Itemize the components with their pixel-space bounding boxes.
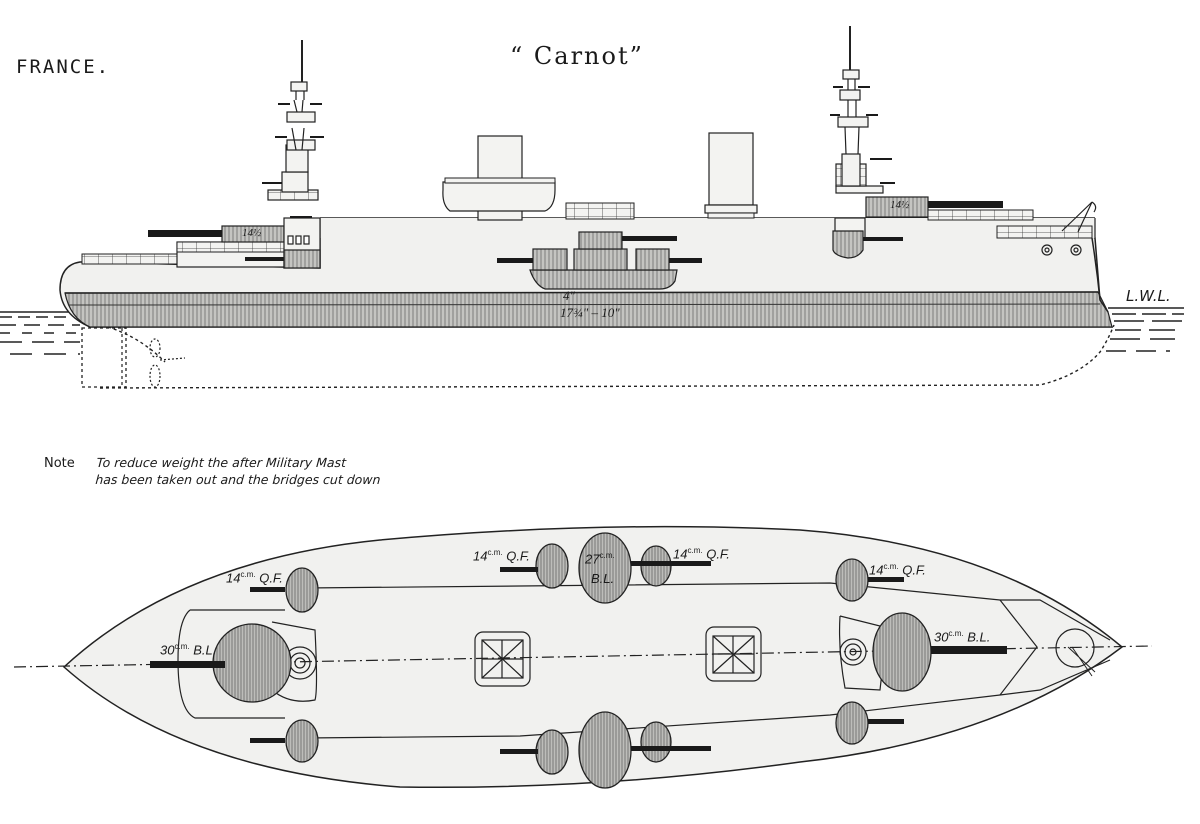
- fwd-funnel: [708, 132, 754, 206]
- aft-secondary-turret-bottom: [285, 719, 319, 763]
- waterline-aft: [0, 311, 80, 355]
- mid-secondary-left-top: [535, 543, 569, 589]
- armor-belt: [64, 291, 1113, 328]
- profile-view: [0, 26, 1184, 389]
- mid-secondary-left-gun-label: 14c.m. Q.F.: [473, 548, 530, 564]
- mid-secondary-left-bottom: [535, 729, 569, 775]
- note-label: Note: [44, 456, 75, 471]
- waterline-label: L.W.L.: [1126, 287, 1171, 305]
- fwd-turret-armor-label: 14½: [890, 199, 910, 211]
- fwd-main-gun-label: 30c.m. B.L.: [934, 629, 991, 645]
- note-line-1: To reduce weight the after Military Mast: [96, 455, 347, 470]
- aft-secondary-gun-label: 14c.m. Q.F.: [226, 570, 283, 586]
- fwd-secondary-turret-top: [835, 558, 869, 602]
- mid-main-turret-bottom: [578, 711, 632, 789]
- hawse-pipes: [1041, 244, 1082, 256]
- mid-secondary-right-gun-label: 14c.m. Q.F.: [673, 546, 730, 562]
- underwater-hull: [99, 324, 1115, 389]
- hatch-fwd: [705, 626, 762, 682]
- fwd-military-mast: [832, 26, 884, 259]
- plan-view: [13, 525, 1153, 789]
- propeller: [149, 338, 186, 388]
- midship-turrets: [529, 231, 678, 290]
- ship-name-title: “ Carnot”: [510, 42, 644, 70]
- fwd-main-turret: [872, 612, 932, 692]
- armor-belt-upper-label: 4": [563, 288, 575, 303]
- armor-belt-main-label: 17¾" – 10": [560, 305, 620, 320]
- country-label: FRANCE.: [16, 56, 111, 78]
- plan-turrets: [212, 532, 932, 789]
- mid-secondary-right-bottom: [640, 721, 672, 763]
- anchor-crane: [1061, 201, 1097, 233]
- aft-conning-tower: [271, 621, 318, 702]
- note-line-2: has been taken out and the bridges cut d…: [94, 472, 382, 487]
- aft-secondary-turret-top: [285, 567, 319, 613]
- ships-boat: [442, 181, 556, 212]
- bow-capstan: [1055, 628, 1095, 668]
- mid-main-gun-label: 27c.m.: [585, 551, 615, 567]
- mid-main-turret-top: [578, 532, 632, 604]
- rudder: [81, 327, 127, 388]
- waterline-fwd: [1106, 307, 1184, 352]
- aft-military-mast: [267, 40, 321, 269]
- aft-rail: [81, 253, 178, 265]
- aft-turret-armor-label: 14½: [242, 227, 262, 239]
- hatch-aft: [474, 631, 531, 687]
- fwd-secondary-turret-bottom: [835, 701, 869, 745]
- fwd-main-gun-barrel: [928, 201, 1003, 208]
- aft-main-gun-barrel: [148, 230, 222, 237]
- plan-gun-barrels: [150, 561, 1007, 754]
- note-text: To reduce weight the after Military Mast…: [95, 454, 382, 488]
- aft-main-gun-label: 30c.m. B.L.: [160, 642, 217, 658]
- mid-main-gun-type: B.L.: [591, 571, 615, 586]
- fwd-secondary-gun-label: 14c.m. Q.F.: [869, 562, 926, 578]
